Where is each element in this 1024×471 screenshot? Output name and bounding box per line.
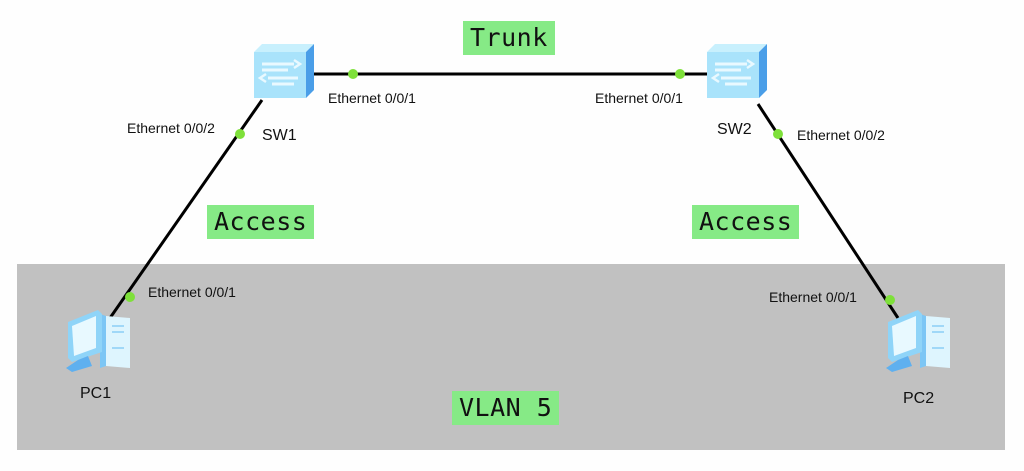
port-label-sw2-e001: Ethernet 0/0/1 — [595, 90, 683, 106]
trunk-tag: Trunk — [463, 21, 555, 55]
device-label-sw1: SW1 — [262, 127, 297, 144]
pc-pc1[interactable] — [62, 308, 138, 376]
vlan-tag: VLAN 5 — [452, 391, 560, 425]
port-label-sw2-e002: Ethernet 0/0/2 — [797, 127, 885, 143]
switch-icon — [254, 44, 314, 98]
port-label-pc1-e001: Ethernet 0/0/1 — [148, 284, 236, 300]
switch-icon — [707, 44, 767, 98]
port-label-sw1-e001: Ethernet 0/0/1 — [328, 90, 416, 106]
device-label-pc1: PC1 — [80, 385, 112, 402]
port-dot-sw1-e002 — [235, 129, 245, 139]
access-tag-right: Access — [692, 205, 800, 239]
link-sw2-pc2[interactable] — [756, 103, 900, 319]
access-tag-left: Access — [207, 205, 315, 239]
pc-pc2[interactable] — [882, 308, 958, 376]
port-label-sw1-e002: Ethernet 0/0/2 — [127, 120, 215, 136]
port-label-pc2-e001: Ethernet 0/0/1 — [769, 289, 857, 305]
device-label-pc2: PC2 — [903, 390, 935, 407]
switch-sw2[interactable] — [701, 44, 769, 100]
pc-icon — [66, 310, 130, 372]
device-label-sw2: SW2 — [717, 121, 752, 138]
port-dot-sw2-e001 — [675, 69, 685, 79]
port-dot-sw2-e002 — [773, 129, 783, 139]
port-dot-sw1-e001 — [348, 69, 358, 79]
port-dot-pc1-e001 — [125, 292, 135, 302]
port-dot-pc2-e001 — [885, 295, 895, 305]
pc-icon — [886, 310, 950, 372]
switch-sw1[interactable] — [248, 44, 316, 100]
